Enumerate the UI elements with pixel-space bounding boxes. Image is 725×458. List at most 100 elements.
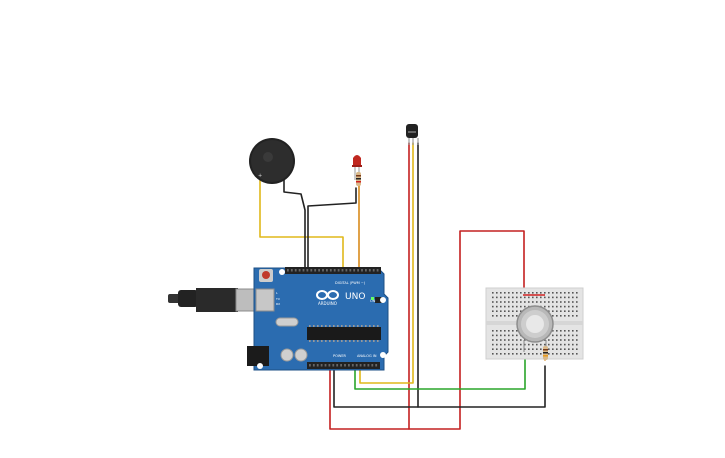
chip-pin	[353, 325, 355, 327]
resistor-led[interactable]	[356, 172, 361, 186]
breadboard-hole	[504, 315, 506, 317]
digital-pin	[310, 269, 313, 272]
wire-green-analog[interactable]	[354, 351, 526, 390]
breadboard-hole	[560, 292, 562, 294]
breadboard-hole	[508, 339, 510, 341]
breadboard-hole	[500, 339, 502, 341]
breadboard-hole	[556, 330, 558, 332]
power-header	[307, 362, 380, 369]
breadboard-hole	[572, 353, 574, 355]
power-pin	[316, 364, 319, 367]
wire-red-5v[interactable]	[329, 230, 525, 430]
breadboard-hole	[556, 292, 558, 294]
power-pin	[355, 364, 358, 367]
chip-pin	[317, 340, 319, 342]
chip-pin	[325, 340, 327, 342]
rx-led-label: RX	[276, 302, 280, 306]
gas-sensor[interactable]	[516, 305, 554, 352]
wire-black-led[interactable]	[307, 187, 357, 271]
breadboard-hole	[552, 301, 554, 303]
arduino-uno-board[interactable]: UNO ARDUINO DIGITAL (PWM ~) POWER ANALOG…	[247, 267, 389, 371]
breadboard-hole	[564, 301, 566, 303]
breadboard-hole	[536, 343, 538, 346]
power-jack	[247, 346, 269, 366]
power-pin	[359, 364, 362, 367]
digital-pin	[302, 269, 305, 272]
breadboard-hole	[548, 310, 550, 312]
resistor-breadboard[interactable]	[543, 346, 548, 360]
breadboard-hole	[516, 330, 518, 332]
digital-pin	[287, 269, 289, 272]
wire-black-buzzer[interactable]	[283, 179, 306, 271]
usb-jack	[255, 288, 275, 312]
temperature-sensor[interactable]	[406, 124, 419, 145]
wire-yellow-sensor[interactable]	[359, 142, 414, 384]
digital-pin	[368, 269, 371, 272]
breadboard-hole	[564, 330, 566, 332]
breadboard-hole	[496, 343, 498, 346]
digital-pin	[361, 269, 363, 272]
chip-pin	[317, 325, 319, 327]
breadboard-hole	[548, 301, 550, 303]
digital-pin	[345, 269, 348, 272]
breadboard-hole	[504, 301, 506, 303]
piezo-buzzer[interactable]: +	[249, 138, 295, 184]
mounting-hole	[380, 297, 386, 303]
power-pin	[320, 364, 323, 367]
breadboard-hole	[508, 343, 510, 346]
breadboard-hole	[548, 292, 550, 294]
breadboard-hole	[544, 343, 546, 346]
breadboard-hole	[556, 339, 558, 341]
digital-pin	[337, 269, 340, 272]
breadboard-hole	[544, 296, 546, 299]
digital-pin	[322, 269, 324, 272]
digital-pin	[353, 269, 356, 272]
breadboard-hole	[572, 343, 574, 346]
breadboard-hole	[500, 301, 502, 303]
breadboard-hole	[556, 301, 558, 303]
breadboard-hole	[576, 339, 578, 341]
breadboard-hole	[540, 301, 542, 303]
breadboard-hole	[504, 339, 506, 341]
wire-yellow-buzzer[interactable]	[259, 179, 344, 271]
reset-button-cap[interactable]	[262, 271, 270, 279]
digital-pin	[372, 269, 375, 272]
breadboard-hole	[556, 305, 558, 308]
power-pin	[332, 364, 335, 367]
tx-led-label: TX	[275, 297, 280, 301]
breadboard-hole	[536, 353, 538, 355]
breadboard-hole	[500, 292, 502, 294]
breadboard-hole	[540, 353, 542, 355]
breadboard-hole	[576, 305, 578, 308]
breadboard-hole	[544, 305, 546, 308]
breadboard-hole	[572, 305, 574, 308]
breadboard-hole	[500, 310, 502, 312]
wires	[259, 142, 546, 430]
breadboard-hole	[508, 301, 510, 303]
breadboard-hole	[496, 330, 498, 332]
breadboard-hole	[560, 343, 562, 346]
chip-pin	[321, 325, 323, 327]
chip-pin	[369, 340, 371, 342]
breadboard-hole	[572, 348, 574, 350]
breadboard-hole	[536, 348, 538, 350]
breadboard-hole	[572, 292, 574, 294]
icsp-header	[375, 297, 383, 303]
breadboard-hole	[552, 292, 554, 294]
digital-pin	[365, 269, 367, 272]
breadboard-hole	[528, 292, 530, 294]
breadboard-hole	[560, 301, 562, 303]
wire-black-gnd[interactable]	[333, 365, 546, 408]
power-pin	[348, 364, 350, 367]
breadboard-hole	[520, 348, 522, 350]
power-pin	[328, 364, 331, 367]
breadboard-hole	[540, 348, 542, 350]
breadboard-hole	[572, 296, 574, 299]
breadboard-hole	[492, 339, 494, 341]
chip-pin	[329, 340, 331, 342]
power-pin	[367, 364, 370, 367]
breadboard-hole	[564, 310, 566, 312]
l-led-label: L	[276, 291, 278, 295]
breadboard-hole	[540, 343, 542, 346]
digital-pin	[298, 269, 301, 272]
